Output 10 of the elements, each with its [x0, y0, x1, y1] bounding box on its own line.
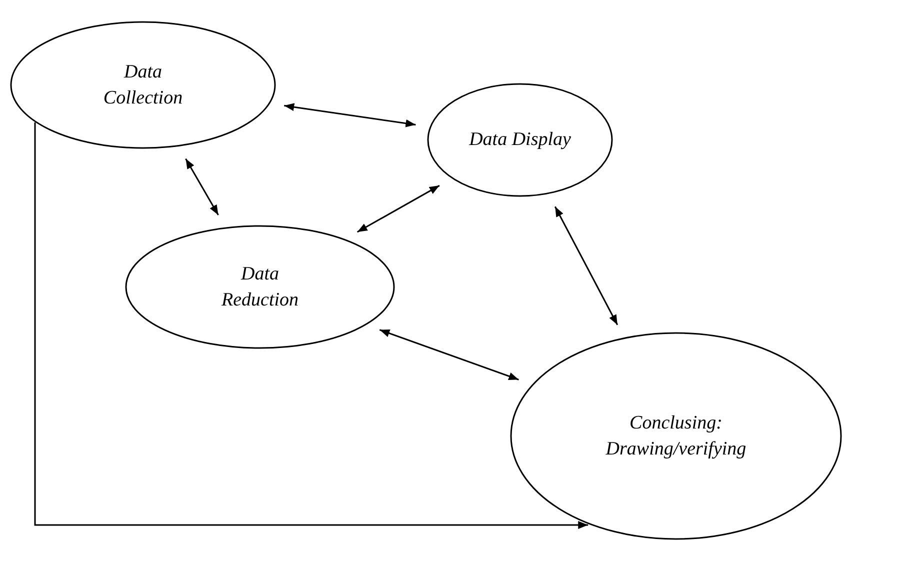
arrow	[356, 184, 440, 233]
arrow	[185, 158, 219, 216]
node-label: Data Reduction	[220, 262, 300, 312]
arrow	[34, 122, 588, 529]
node-label: Conclusing: Drawing/verifying	[604, 411, 748, 461]
node-label: Data Display	[468, 128, 572, 152]
node-label: Data Collection	[102, 60, 184, 110]
arrow	[554, 206, 618, 326]
arrow	[284, 103, 416, 128]
arrow	[379, 329, 519, 380]
